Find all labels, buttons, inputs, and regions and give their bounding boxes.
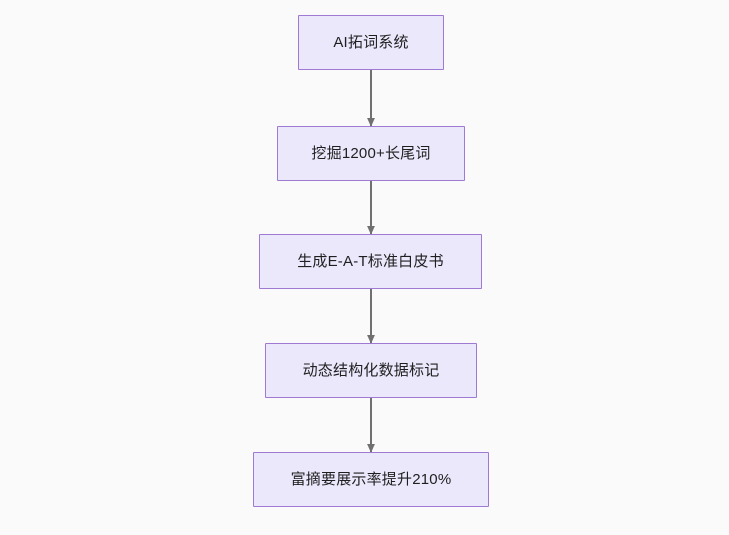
flow-node-label: 生成E-A-T标准白皮书 — [297, 252, 444, 270]
flow-node-n4[interactable]: 动态结构化数据标记 — [265, 343, 477, 398]
flow-node-n2[interactable]: 挖掘1200+长尾词 — [277, 126, 465, 181]
flow-node-label: 富摘要展示率提升210% — [290, 470, 452, 488]
flow-node-n1[interactable]: AI拓词系统 — [298, 15, 444, 70]
flow-node-n3[interactable]: 生成E-A-T标准白皮书 — [259, 234, 482, 289]
flow-node-label: 动态结构化数据标记 — [302, 361, 440, 379]
flow-node-n5[interactable]: 富摘要展示率提升210% — [253, 452, 489, 507]
flow-node-label: AI拓词系统 — [333, 33, 409, 51]
flow-node-label: 挖掘1200+长尾词 — [311, 144, 431, 162]
